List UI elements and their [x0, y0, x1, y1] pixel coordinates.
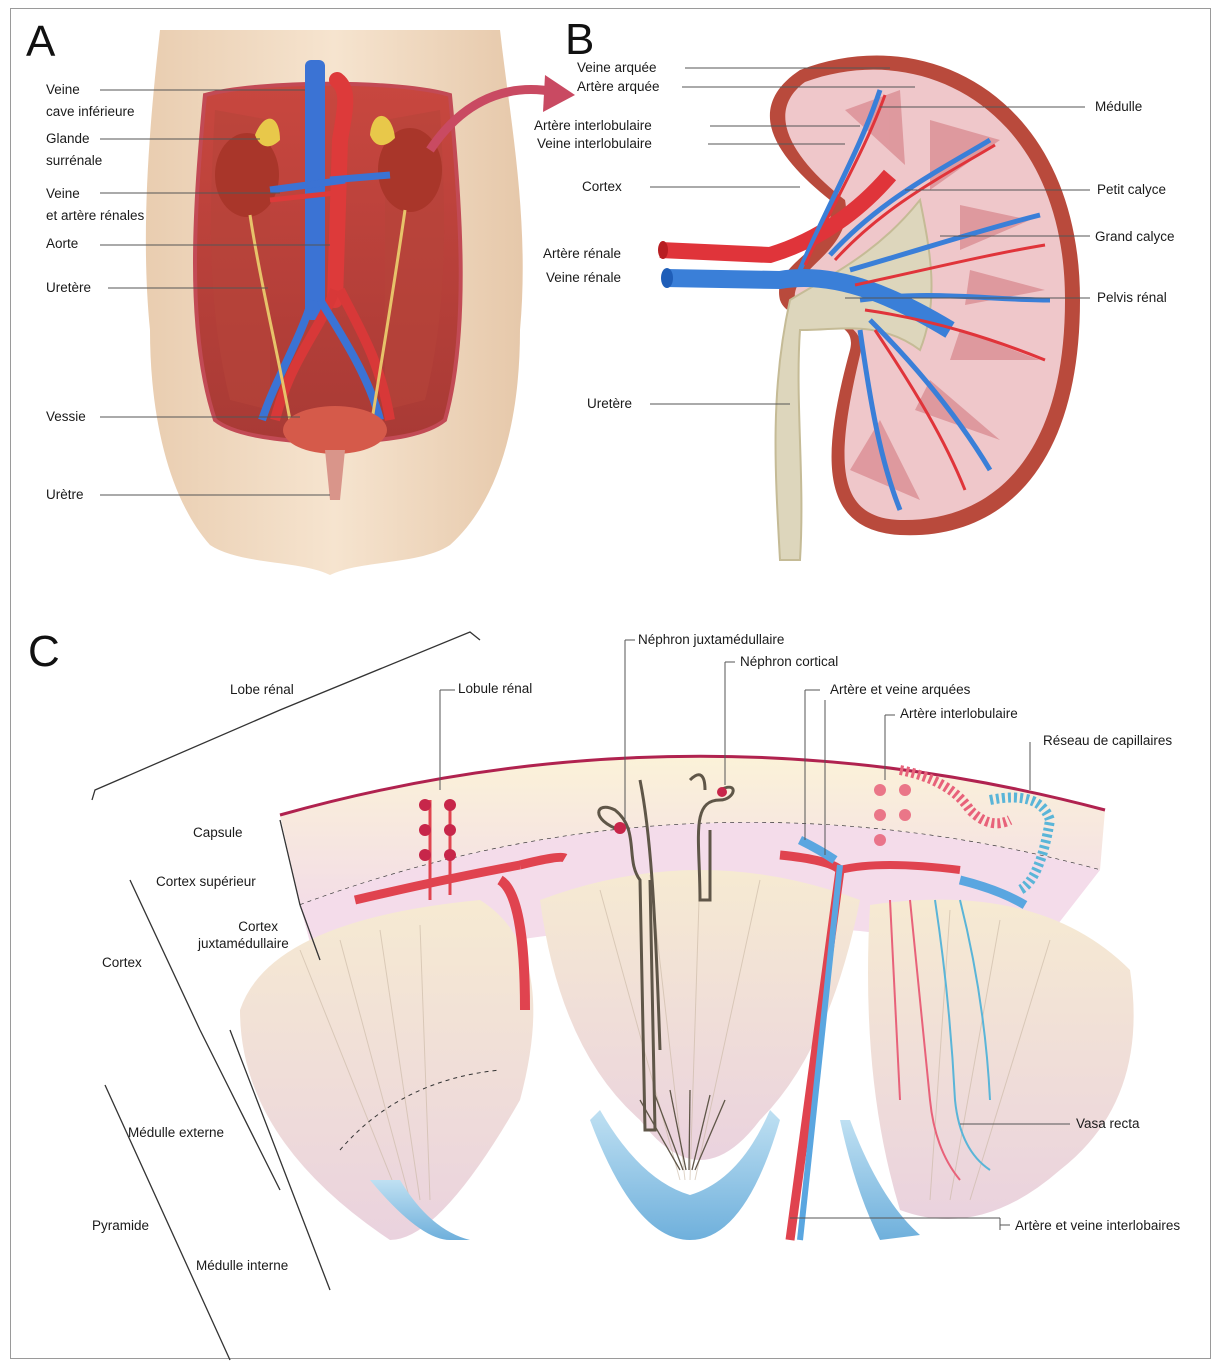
label-nephron-juxtamedullaire: Néphron juxtamédullaire — [638, 632, 784, 648]
label-pyramide: Pyramide — [92, 1218, 149, 1234]
panel-letter-b: B — [565, 18, 594, 62]
label-renales-line1: Veine — [46, 186, 80, 202]
label-vci-line1: Veine — [46, 82, 80, 98]
label-cortex-jm-line1: Cortex — [198, 919, 278, 935]
label-cortex-jm-line2: juxtamédullaire — [198, 936, 289, 952]
label-medulle-interne: Médulle interne — [196, 1258, 288, 1274]
panel-a-torso — [100, 30, 575, 575]
label-artere-veine-interlobaires: Artère et veine interlobaires — [1015, 1218, 1180, 1234]
label-pelvis-renal: Pelvis rénal — [1097, 290, 1167, 306]
panel-letter-c: C — [28, 630, 60, 674]
label-vci-line2: cave inférieure — [46, 104, 135, 120]
label-capsule: Capsule — [193, 825, 243, 841]
label-artere-interlobulaire-c: Artère interlobulaire — [900, 706, 1018, 722]
label-veine-interlobulaire: Veine interlobulaire — [537, 136, 652, 152]
label-urethre: Urètre — [46, 487, 84, 503]
label-grand-calyce: Grand calyce — [1095, 229, 1175, 245]
label-artere-arquee: Artère arquée — [577, 79, 660, 95]
label-uretere-b: Uretère — [587, 396, 632, 412]
label-cortex-superieur: Cortex supérieur — [156, 874, 256, 890]
label-glande-line2: surrénale — [46, 153, 102, 169]
label-vessie: Vessie — [46, 409, 86, 425]
label-reseau-capillaires: Réseau de capillaires — [1043, 733, 1172, 749]
label-lobule-renal: Lobule rénal — [458, 681, 532, 697]
panel-letter-a: A — [26, 20, 55, 64]
label-veine-renale: Veine rénale — [546, 270, 621, 286]
label-aorte: Aorte — [46, 236, 78, 252]
label-veine-arquee: Veine arquée — [577, 60, 657, 76]
label-petit-calyce: Petit calyce — [1097, 182, 1166, 198]
label-uretere-a: Uretère — [46, 280, 91, 296]
panel-c-lobe — [92, 632, 1134, 1360]
label-medulle-externe: Médulle externe — [128, 1125, 224, 1141]
label-vasa-recta: Vasa recta — [1076, 1116, 1140, 1132]
label-artere-renale: Artère rénale — [543, 246, 621, 262]
label-cortex-b: Cortex — [582, 179, 622, 195]
label-glande-line1: Glande — [46, 131, 90, 147]
label-nephron-cortical: Néphron cortical — [740, 654, 838, 670]
label-renales-line2: et artère rénales — [46, 208, 144, 224]
label-medulle: Médulle — [1095, 99, 1142, 115]
label-lobe-renal: Lobe rénal — [230, 682, 294, 698]
label-cortex-c: Cortex — [102, 955, 142, 971]
panel-b-kidney — [650, 56, 1090, 560]
label-artere-veine-arquees: Artère et veine arquées — [830, 682, 970, 698]
label-artere-interlobulaire-b: Artère interlobulaire — [534, 118, 652, 134]
